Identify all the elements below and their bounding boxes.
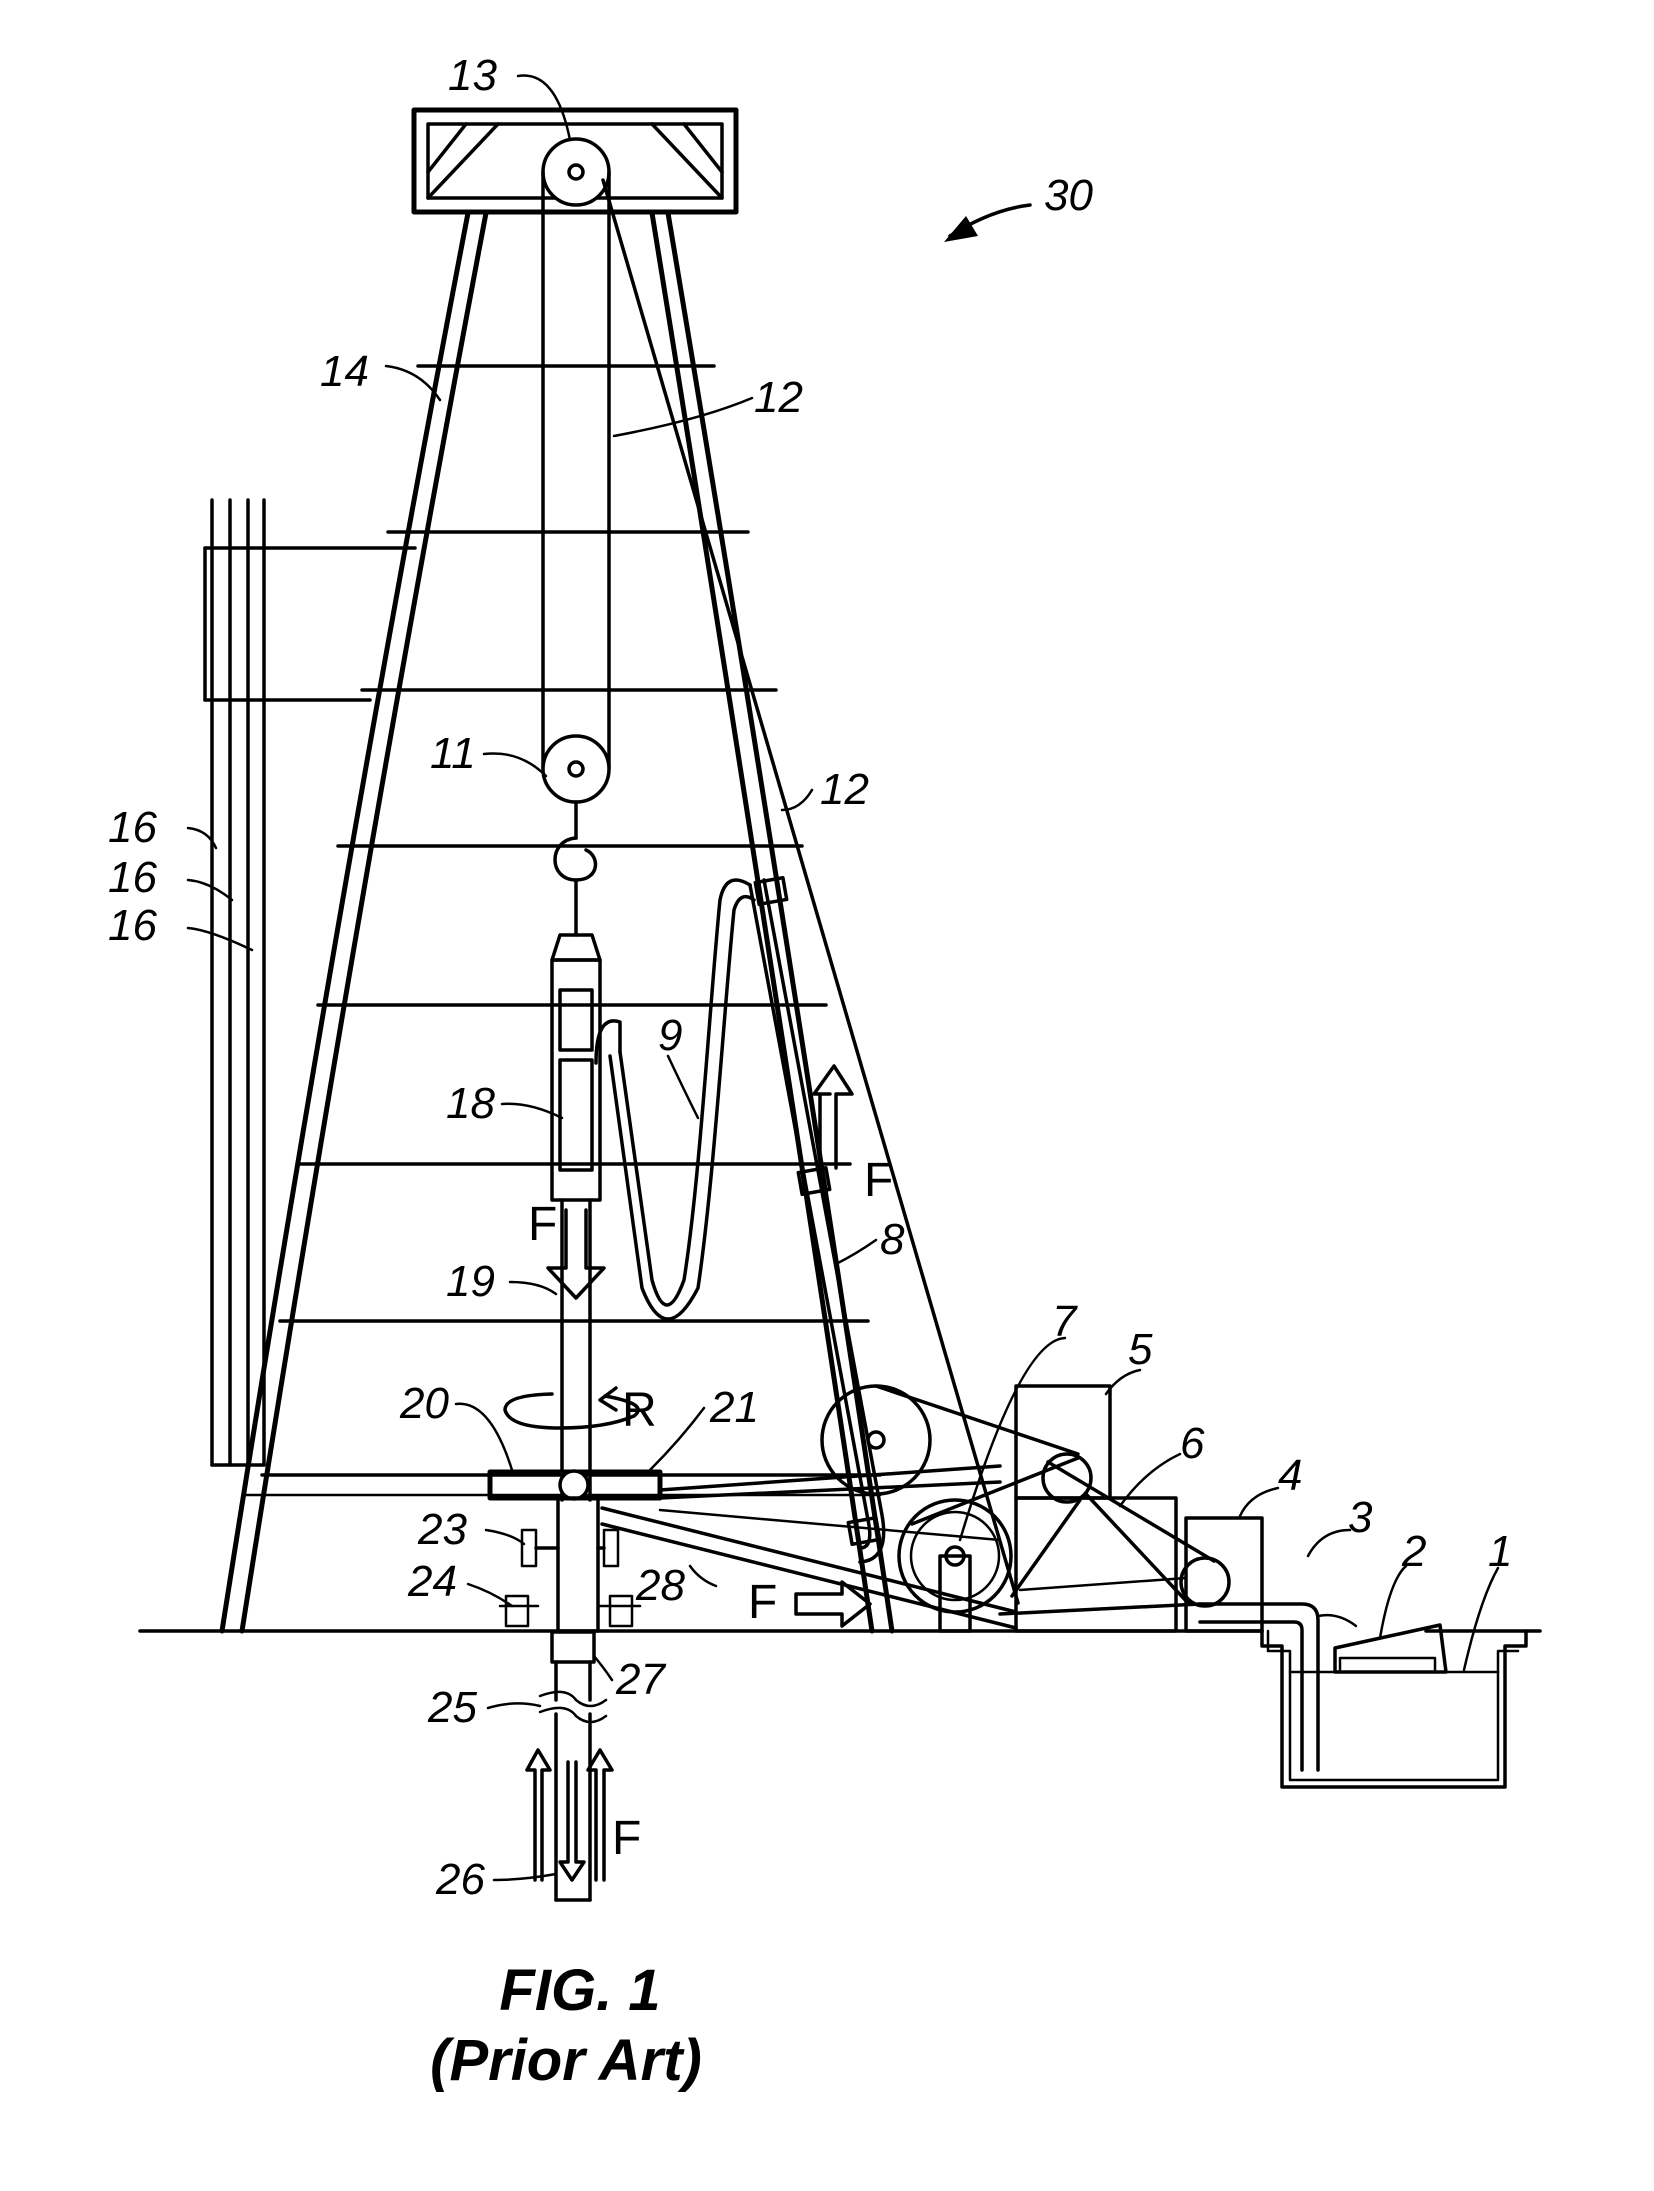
wellhead <box>498 1496 642 1633</box>
flow-arrow-standpipe <box>812 1064 854 1172</box>
label-5: 5 <box>1128 1325 1153 1374</box>
label-19: 19 <box>446 1257 495 1306</box>
label-4: 4 <box>1278 1451 1302 1500</box>
letter-f-standpipe: F <box>864 1154 893 1207</box>
label-18: 18 <box>446 1079 495 1128</box>
letter-r-rotation: R <box>622 1384 657 1437</box>
label-16-b: 16 <box>108 853 157 902</box>
label-11: 11 <box>430 729 476 778</box>
caption-subtitle: (Prior Art) <box>430 2028 702 2093</box>
label-9: 9 <box>658 1011 682 1060</box>
label-13: 13 <box>448 51 497 100</box>
flow-letters: F F R F F <box>528 1154 893 1865</box>
swivel <box>550 958 622 1202</box>
figure-caption: FIG. 1 (Prior Art) <box>430 1958 702 2093</box>
rotary-hose <box>608 878 756 1321</box>
assembly-arrow <box>944 203 1032 242</box>
drill-lines <box>541 170 1020 1605</box>
rotary-table <box>487 1464 1002 1542</box>
label-24: 24 <box>407 1557 457 1606</box>
standpipe <box>748 875 886 1564</box>
label-6: 6 <box>1180 1419 1205 1468</box>
label-3: 3 <box>1348 1493 1373 1542</box>
reference-numerals: 13 30 14 12 11 12 16 16 16 9 18 8 19 7 5… <box>108 51 1512 1904</box>
label-2: 2 <box>1401 1527 1426 1576</box>
kelly <box>560 1198 592 1502</box>
label-12-upper: 12 <box>754 373 803 422</box>
label-25: 25 <box>427 1683 477 1732</box>
flow-arrow-return <box>794 1580 872 1628</box>
letter-f-return: F <box>748 1576 777 1629</box>
label-30: 30 <box>1044 171 1093 220</box>
flow-arrow-kelly <box>546 1208 606 1300</box>
label-16-a: 16 <box>108 803 157 852</box>
caption-title: FIG. 1 <box>499 1958 660 2023</box>
label-14: 14 <box>320 347 369 396</box>
rotation-arrow <box>503 1386 640 1430</box>
label-23: 23 <box>417 1505 467 1554</box>
label-26: 26 <box>435 1855 485 1904</box>
letter-f-kelly: F <box>528 1198 557 1251</box>
letter-f-well: F <box>612 1812 641 1865</box>
crown-block <box>411 107 739 215</box>
label-8: 8 <box>880 1215 905 1264</box>
derrick-tower <box>203 210 895 1634</box>
label-16-c: 16 <box>108 901 157 950</box>
drill-string <box>538 1630 608 1902</box>
leader-lines <box>186 74 1500 1882</box>
label-7: 7 <box>1052 1297 1078 1346</box>
mud-pump <box>1198 1602 1448 1772</box>
pipe-rack <box>203 498 266 1467</box>
traveling-block <box>541 734 611 962</box>
label-1: 1 <box>1488 1527 1512 1576</box>
label-21: 21 <box>709 1383 759 1432</box>
catline-sheave <box>820 1384 1080 1496</box>
label-12-lower: 12 <box>820 765 869 814</box>
label-28: 28 <box>635 1561 685 1610</box>
label-27: 27 <box>615 1655 666 1704</box>
flow-arrows-well <box>525 1748 614 1882</box>
engine <box>1179 1516 1264 1633</box>
label-20: 20 <box>399 1379 449 1428</box>
mud-return-line <box>600 1506 1018 1630</box>
